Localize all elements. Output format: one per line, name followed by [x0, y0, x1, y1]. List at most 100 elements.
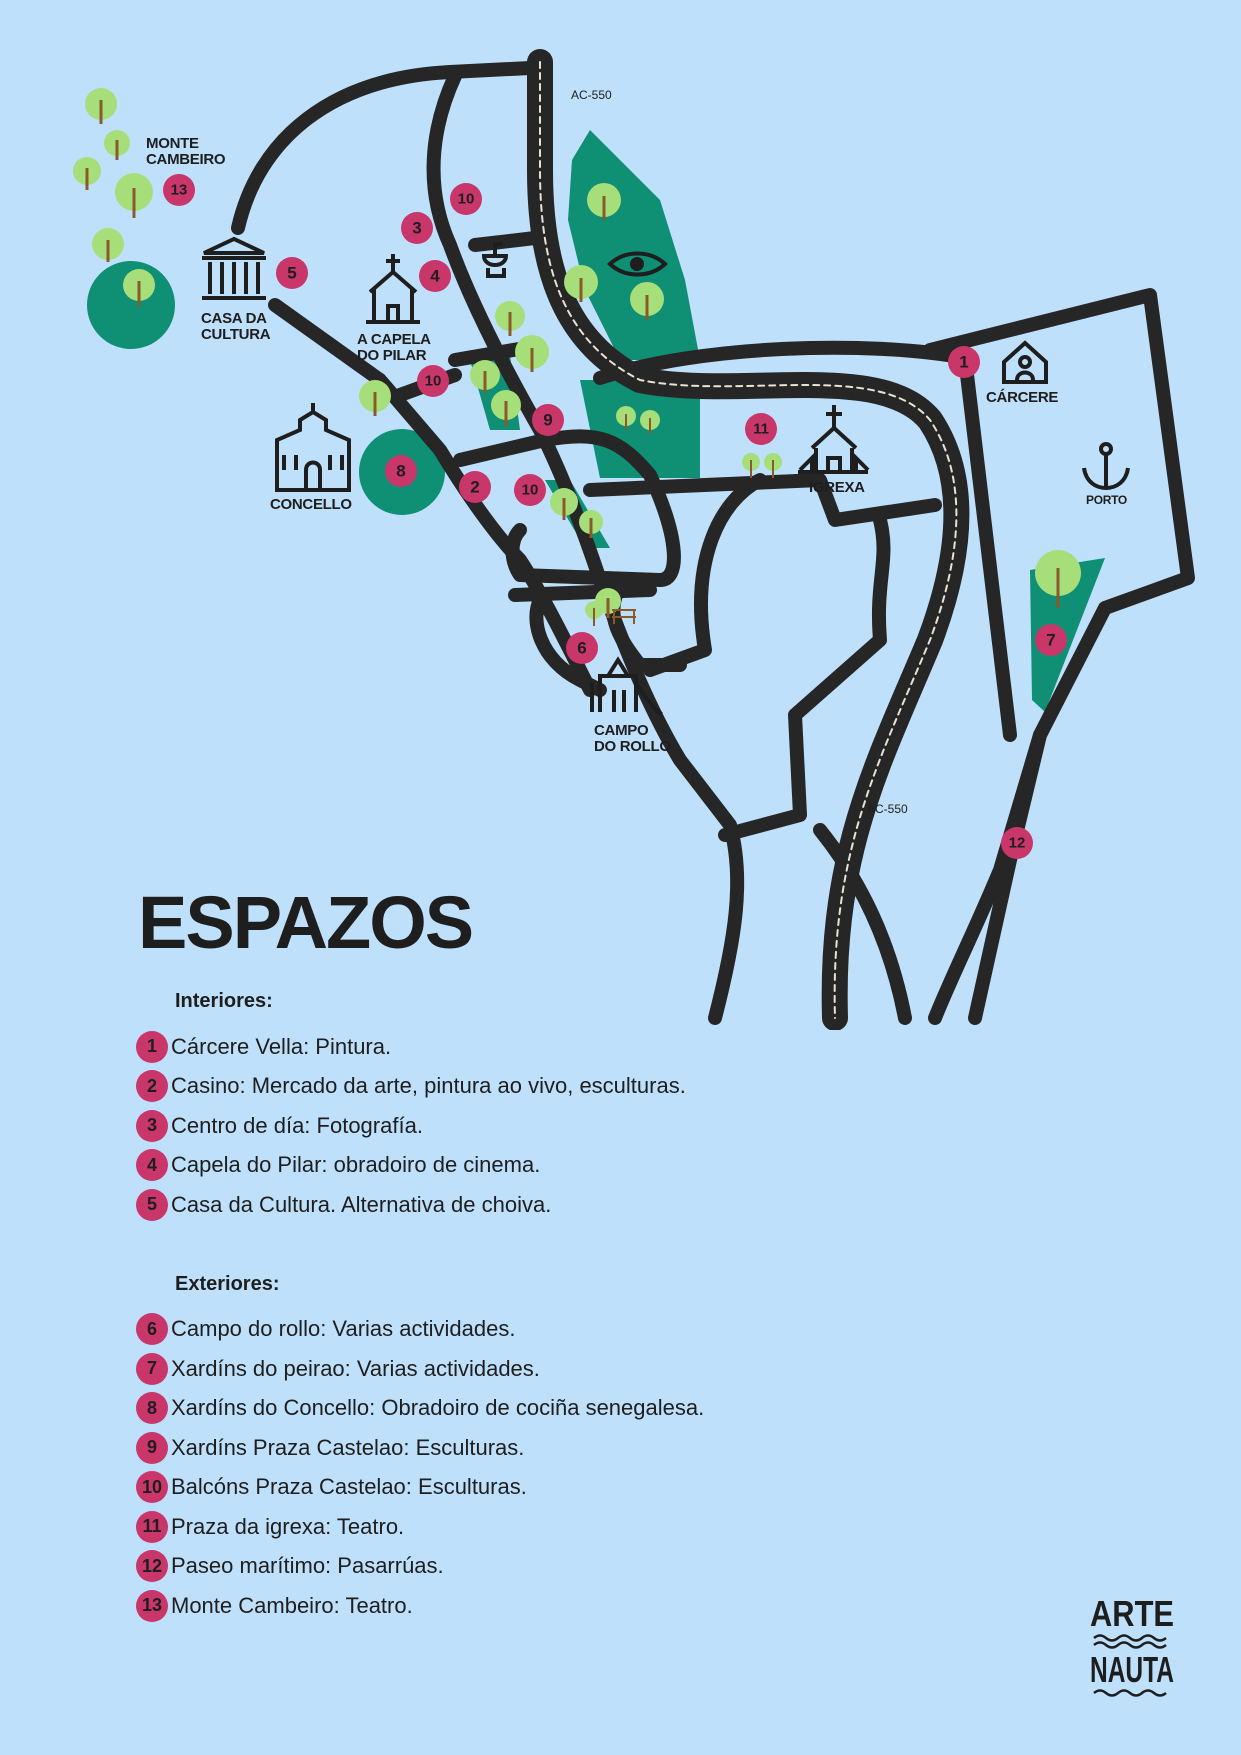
- label-campo-do-rollo: DO ROLLO: [594, 738, 671, 755]
- marker-10[interactable]: 10: [417, 365, 449, 397]
- casa-da-cultura-icon: [202, 236, 266, 300]
- eye-icon: [607, 251, 668, 277]
- legend-item-text: Capela do Pilar: obradoiro de cinema.: [171, 1152, 541, 1178]
- label-capela: DO PILAR: [357, 347, 427, 364]
- marker-8[interactable]: 8: [385, 455, 417, 487]
- legend-number-badge: 9: [136, 1431, 168, 1464]
- legend-number-badge: 12: [136, 1550, 168, 1583]
- legend-item-text: Paseo marítimo: Pasarrúas.: [171, 1553, 444, 1579]
- town-hall-icon: [275, 403, 351, 492]
- tree-icon: [115, 173, 153, 218]
- church-icon: [366, 254, 420, 324]
- svg-text:1: 1: [959, 353, 968, 372]
- logo-line-1: ARTE: [1090, 1593, 1174, 1634]
- marker-10[interactable]: 10: [450, 183, 482, 215]
- marker-6[interactable]: 6: [566, 632, 598, 664]
- label-concello: CONCELLO: [270, 496, 352, 513]
- legend-item-text: Campo do rollo: Varias actividades.: [171, 1316, 516, 1342]
- svg-text:10: 10: [522, 482, 539, 499]
- tree-icon: [579, 510, 603, 538]
- svg-text:5: 5: [287, 264, 296, 283]
- marker-11[interactable]: 11: [745, 413, 777, 445]
- label-monte-cambeiro: CAMBEIRO: [146, 151, 226, 168]
- svg-text:8: 8: [396, 462, 405, 481]
- marker-9[interactable]: 9: [532, 404, 564, 436]
- marker-7[interactable]: 7: [1035, 624, 1067, 656]
- label-carcere: CÁRCERE: [986, 389, 1058, 406]
- legend-number-badge: 11: [136, 1510, 168, 1543]
- legend-item-text: Balcóns Praza Castelao: Esculturas.: [171, 1474, 527, 1500]
- church-igrexa-icon: [798, 405, 870, 474]
- trees: [73, 88, 1081, 626]
- legend-item-text: Praza da igrexa: Teatro.: [171, 1513, 405, 1539]
- legend-item-text: Cárcere Vella: Pintura.: [171, 1033, 392, 1059]
- legend-number-badge: 5: [136, 1188, 168, 1221]
- tree-icon: [550, 488, 578, 520]
- svg-text:12: 12: [1009, 835, 1026, 852]
- tree-icon: [491, 390, 521, 426]
- legend-number-badge: 10: [136, 1471, 168, 1504]
- legend-number-badge: 1: [136, 1030, 168, 1063]
- tree-icon: [587, 183, 621, 220]
- svg-text:3: 3: [412, 219, 421, 238]
- legend-number-badge: 4: [136, 1149, 168, 1182]
- fountain-icon: [481, 242, 509, 278]
- tree-icon: [123, 269, 155, 306]
- svg-text:10: 10: [425, 373, 442, 390]
- svg-text:13: 13: [171, 182, 188, 199]
- marker-2[interactable]: 2: [459, 471, 491, 503]
- tree-icon: [85, 88, 117, 124]
- marker-4[interactable]: 4: [419, 260, 451, 292]
- label-casa-da-cultura: CULTURA: [201, 326, 271, 343]
- legend-number-badge: 8: [136, 1392, 168, 1425]
- legend-item-text: Centro de día: Fotografía.: [171, 1112, 423, 1138]
- svg-text:9: 9: [543, 411, 552, 430]
- legend-item-text: Casino: Mercado da arte, pintura ao vivo…: [171, 1073, 686, 1099]
- tree-icon: [73, 157, 101, 190]
- tree-icon: [742, 453, 760, 478]
- place-labels: MONTE CAMBEIRO CASA DA CULTURA A CAPELA …: [146, 88, 1127, 816]
- logo-line-2: NAUTA: [1090, 1649, 1174, 1690]
- marker-3[interactable]: 3: [401, 212, 433, 244]
- legend-item-text: Xardíns do Concello: Obradoiro de cociña…: [171, 1395, 705, 1421]
- page-title: ESPAZOS: [138, 881, 474, 964]
- marker-12[interactable]: 12: [1001, 827, 1033, 859]
- marker-1[interactable]: 1: [948, 346, 980, 378]
- tree-icon: [92, 228, 124, 262]
- marker-13[interactable]: 13: [163, 174, 195, 206]
- tree-icon: [495, 301, 525, 336]
- legend-item-text: Monte Cambeiro: Teatro.: [171, 1592, 413, 1618]
- legend-item-text: Xardíns do peirao: Varias actividades.: [171, 1355, 540, 1381]
- tree-icon: [616, 406, 636, 430]
- label-casa-da-cultura: CASA DA: [201, 310, 267, 327]
- label-igrexa: IGREXA: [809, 479, 865, 496]
- marker-10[interactable]: 10: [514, 474, 546, 506]
- prison-icon: [1002, 340, 1048, 384]
- marker-5[interactable]: 5: [276, 257, 308, 289]
- svg-text:11: 11: [753, 421, 769, 438]
- legend-item-text: Casa da Cultura. Alternativa de choiva.: [171, 1191, 552, 1217]
- anchor-icon: [1082, 442, 1130, 491]
- svg-text:7: 7: [1046, 631, 1055, 650]
- tree-icon: [104, 130, 130, 160]
- legend-number-badge: 2: [136, 1070, 168, 1103]
- road-label-south: AC-550: [867, 802, 908, 816]
- legend-heading-exteriores: Exteriores:: [175, 1272, 280, 1295]
- artenauta-logo: ARTE NAUTA: [1090, 1593, 1174, 1697]
- tree-icon: [640, 410, 660, 434]
- legend-number-badge: 3: [136, 1109, 168, 1142]
